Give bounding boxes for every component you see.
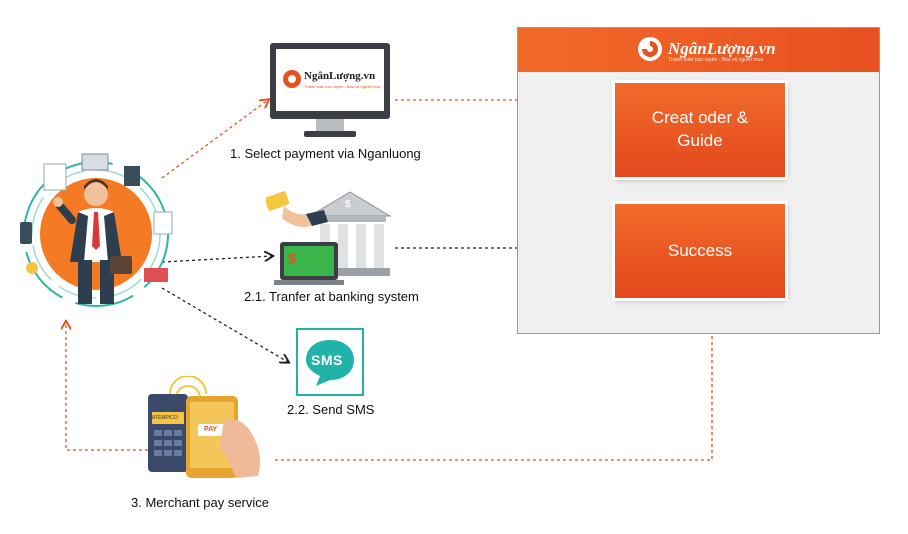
step-send-sms: 2.2. Send SMS [287, 402, 375, 417]
panel-brand: NgânLượng.vn Thanh toán trực tuyến - Bảo… [636, 35, 776, 63]
sms-label: SMS [311, 352, 343, 368]
panel-header: NgânLượng.vn Thanh toán trực tuyến - Bảo… [518, 28, 879, 72]
monitor-brand-tagline: Thanh toán trực tuyến - Bảo vệ người mua [304, 84, 381, 89]
panel-brand-tagline: Thanh toán trực tuyến - Bảo vệ người mua [668, 57, 764, 63]
user-illustration [14, 150, 182, 320]
panel-brand-name: NgânLượng.vn [668, 39, 776, 58]
card-reader-illustration: ATEMPICO PAY [140, 375, 274, 486]
step-bank-transfer: 2.1. Tranfer at banking system [244, 289, 419, 304]
arrow-user-to-bank [161, 256, 272, 263]
laptop-symbol: $ [288, 250, 296, 266]
arrow-user-to-sms [161, 287, 288, 362]
bank-illustration: $ $ [264, 186, 394, 286]
box-create-order: Creat oder &Guide [615, 83, 785, 177]
nganluong-panel: NgânLượng.vn Thanh toán trực tuyến - Bảo… [517, 27, 880, 334]
card-reader-screen: ATEMPICO [152, 415, 178, 421]
nganluong-logo-icon [638, 37, 662, 61]
arrow-user-to-monitor [161, 100, 268, 179]
monitor-brand-name: NgânLượng.vn [304, 70, 376, 82]
step-select-payment: 1. Select payment via Nganluong [230, 146, 421, 161]
monitor-illustration: NgânLượng.vn Thanh toán trực tuyến - Bảo… [270, 43, 390, 139]
arrow-merchant-to-user [66, 322, 148, 451]
pay-label: PAY [204, 426, 218, 433]
box-success: Success [615, 204, 785, 298]
bank-symbol: $ [345, 199, 351, 210]
sms-icon: SMS [296, 328, 364, 396]
step-merchant-pay: 3. Merchant pay service [131, 495, 270, 510]
